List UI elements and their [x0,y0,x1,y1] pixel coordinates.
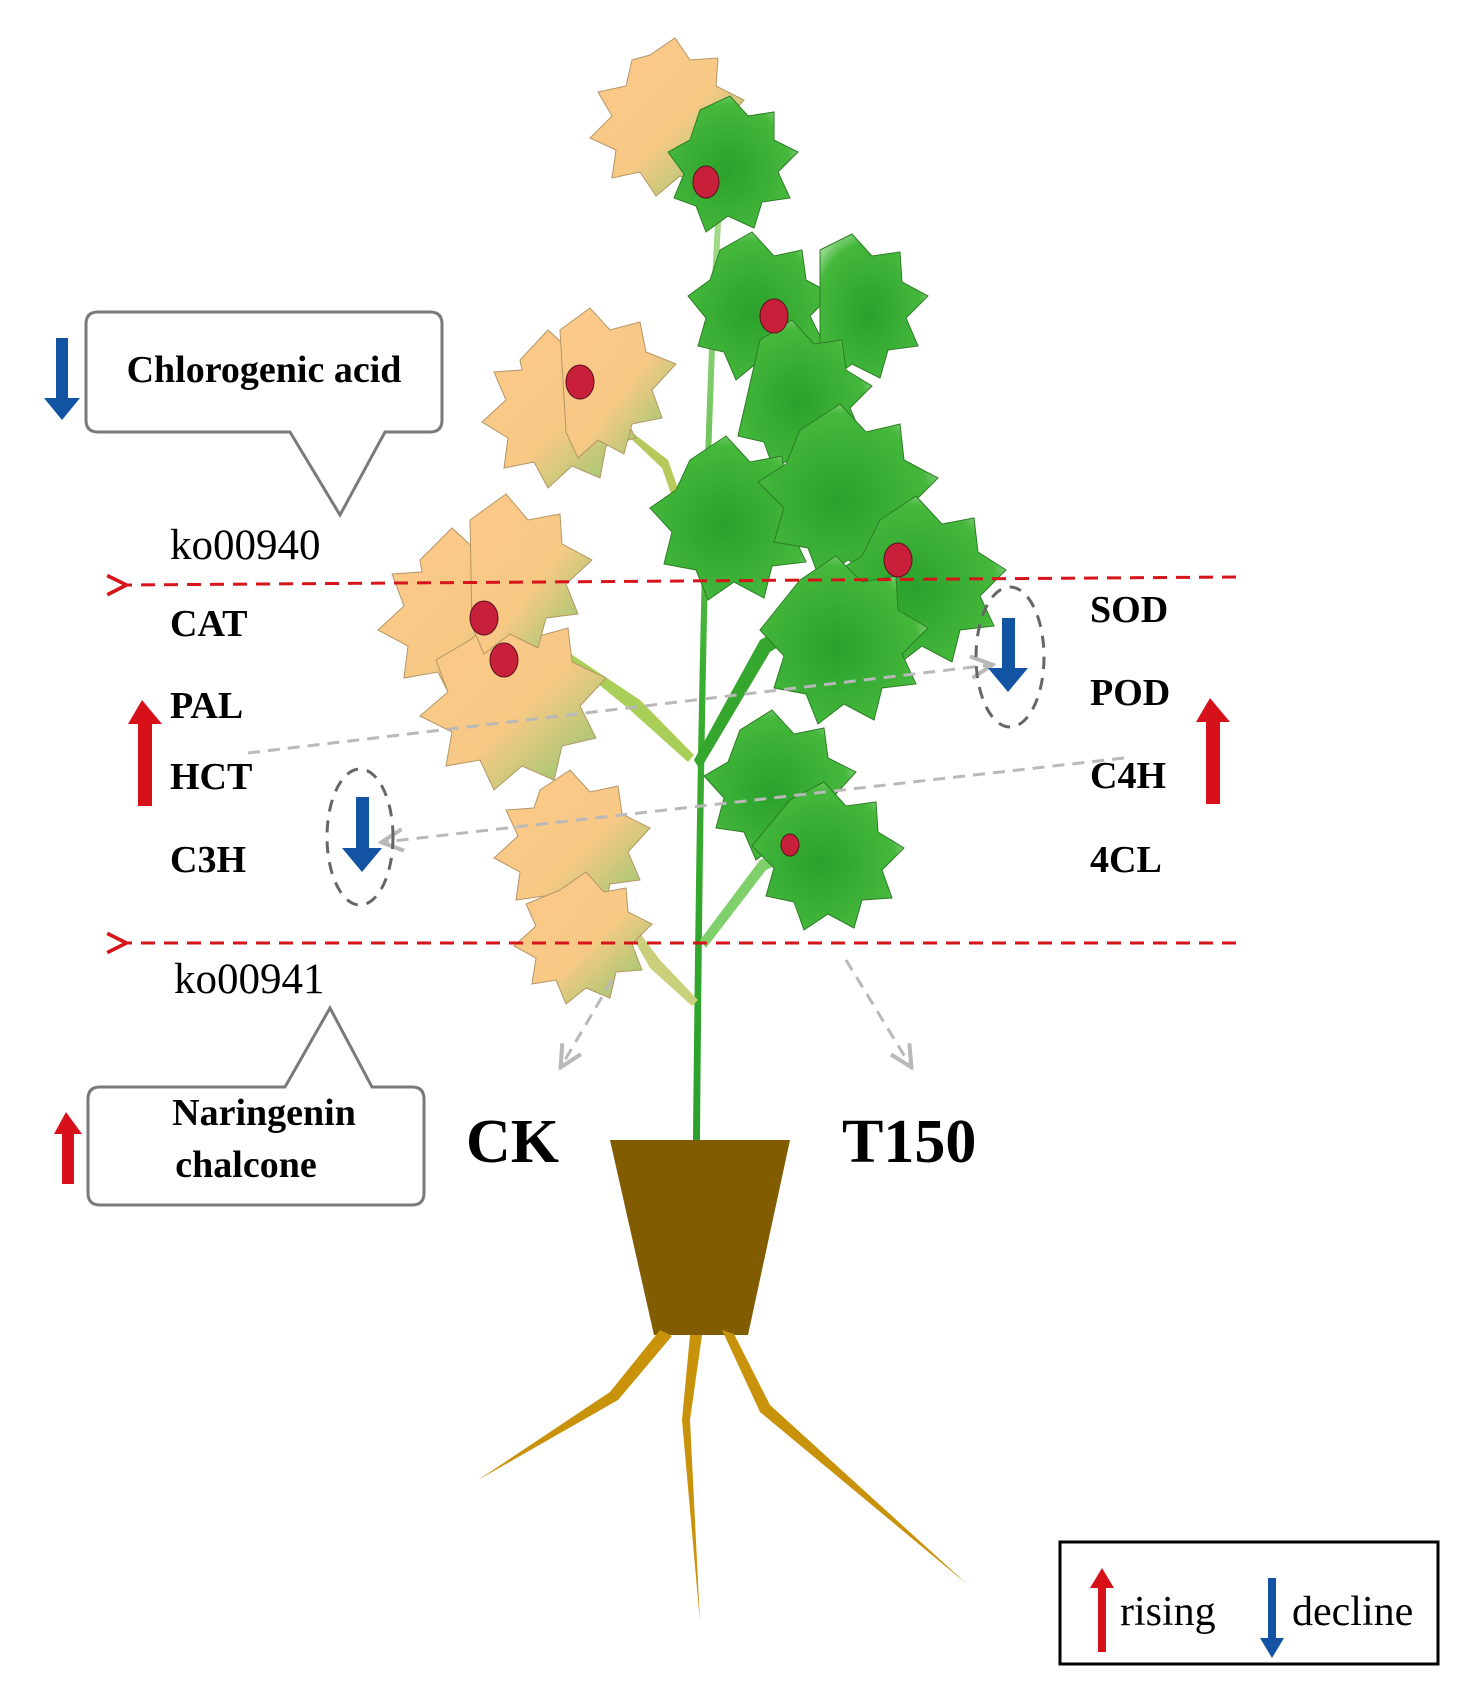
berries [469,165,913,857]
highlight-ellipse-right [974,585,1046,729]
gene-label: HCT [170,756,252,798]
legend-rising-label: rising [1120,1589,1216,1635]
callout-naringenin-line2: chalcone [175,1144,316,1186]
connector-arrow [562,979,614,1065]
callout-chlorogenic-acid-label: Chlorogenic acid [127,349,402,391]
healthy-leaf-cluster [649,95,1007,931]
connector-arrow [384,756,1125,842]
genes-right: SOD POD C4H 4CL [1090,589,1170,881]
plant-pot [610,1140,790,1335]
pathway-id-upper: ko00940 [170,522,321,569]
legend-decline-label: decline [1292,1589,1413,1635]
decline-arrow-icon [988,618,1028,692]
legend-box [1058,1540,1440,1666]
pathway-id-lower: ko00941 [174,956,325,1003]
rising-arrow-icon [1196,698,1230,804]
branch [600,880,698,1006]
rising-arrow-icon [54,1112,82,1184]
group-label-t150: T150 [842,1108,976,1176]
legend: rising decline [1058,1540,1440,1666]
main-stem [693,205,722,1140]
gene-label: C3H [170,839,246,881]
gene-label: PAL [170,685,243,727]
callout-naringenin-line1: Naringenin [172,1092,356,1134]
connector-arrow [844,959,910,1065]
roots [478,1330,968,1622]
gene-label: CAT [170,603,247,645]
genes-left: CAT PAL HCT C3H [170,603,252,881]
gene-label: 4CL [1090,839,1162,881]
legend-rising-icon [1090,1568,1114,1652]
connector-arrow [247,665,990,755]
group-label-ck: CK [466,1108,559,1176]
legend-decline-icon [1260,1578,1284,1658]
rising-arrow-icon [128,700,162,806]
decline-arrow-icon [44,338,80,420]
highlight-ellipse-left [325,767,395,907]
callout-chlorogenic-acid: Chlorogenic acid [84,310,444,519]
callout-naringenin-chalcone: Naringenin chalcone [86,1004,426,1207]
gene-label: POD [1090,672,1170,714]
gene-label: C4H [1090,755,1166,797]
decline-arrow-icon [342,797,382,872]
pathway-line-ko00940 [124,577,1237,585]
gene-label: SOD [1090,589,1168,631]
plant-illustration [377,37,1007,1622]
